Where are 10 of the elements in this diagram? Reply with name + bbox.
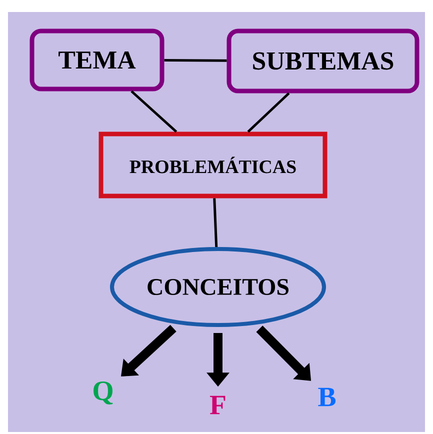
connector-line [164,59,227,62]
problem-box: PROBLEMÁTICAS [98,132,328,198]
letter-label: B [318,388,336,406]
topic-box: TEMA [30,28,164,92]
connector-line [213,198,218,248]
letter-label: Q [94,382,113,404]
letter-label: F [210,396,226,414]
connector-line [130,90,178,133]
connector-line [247,92,290,133]
topic-box: SUBTEMAS [226,28,420,94]
